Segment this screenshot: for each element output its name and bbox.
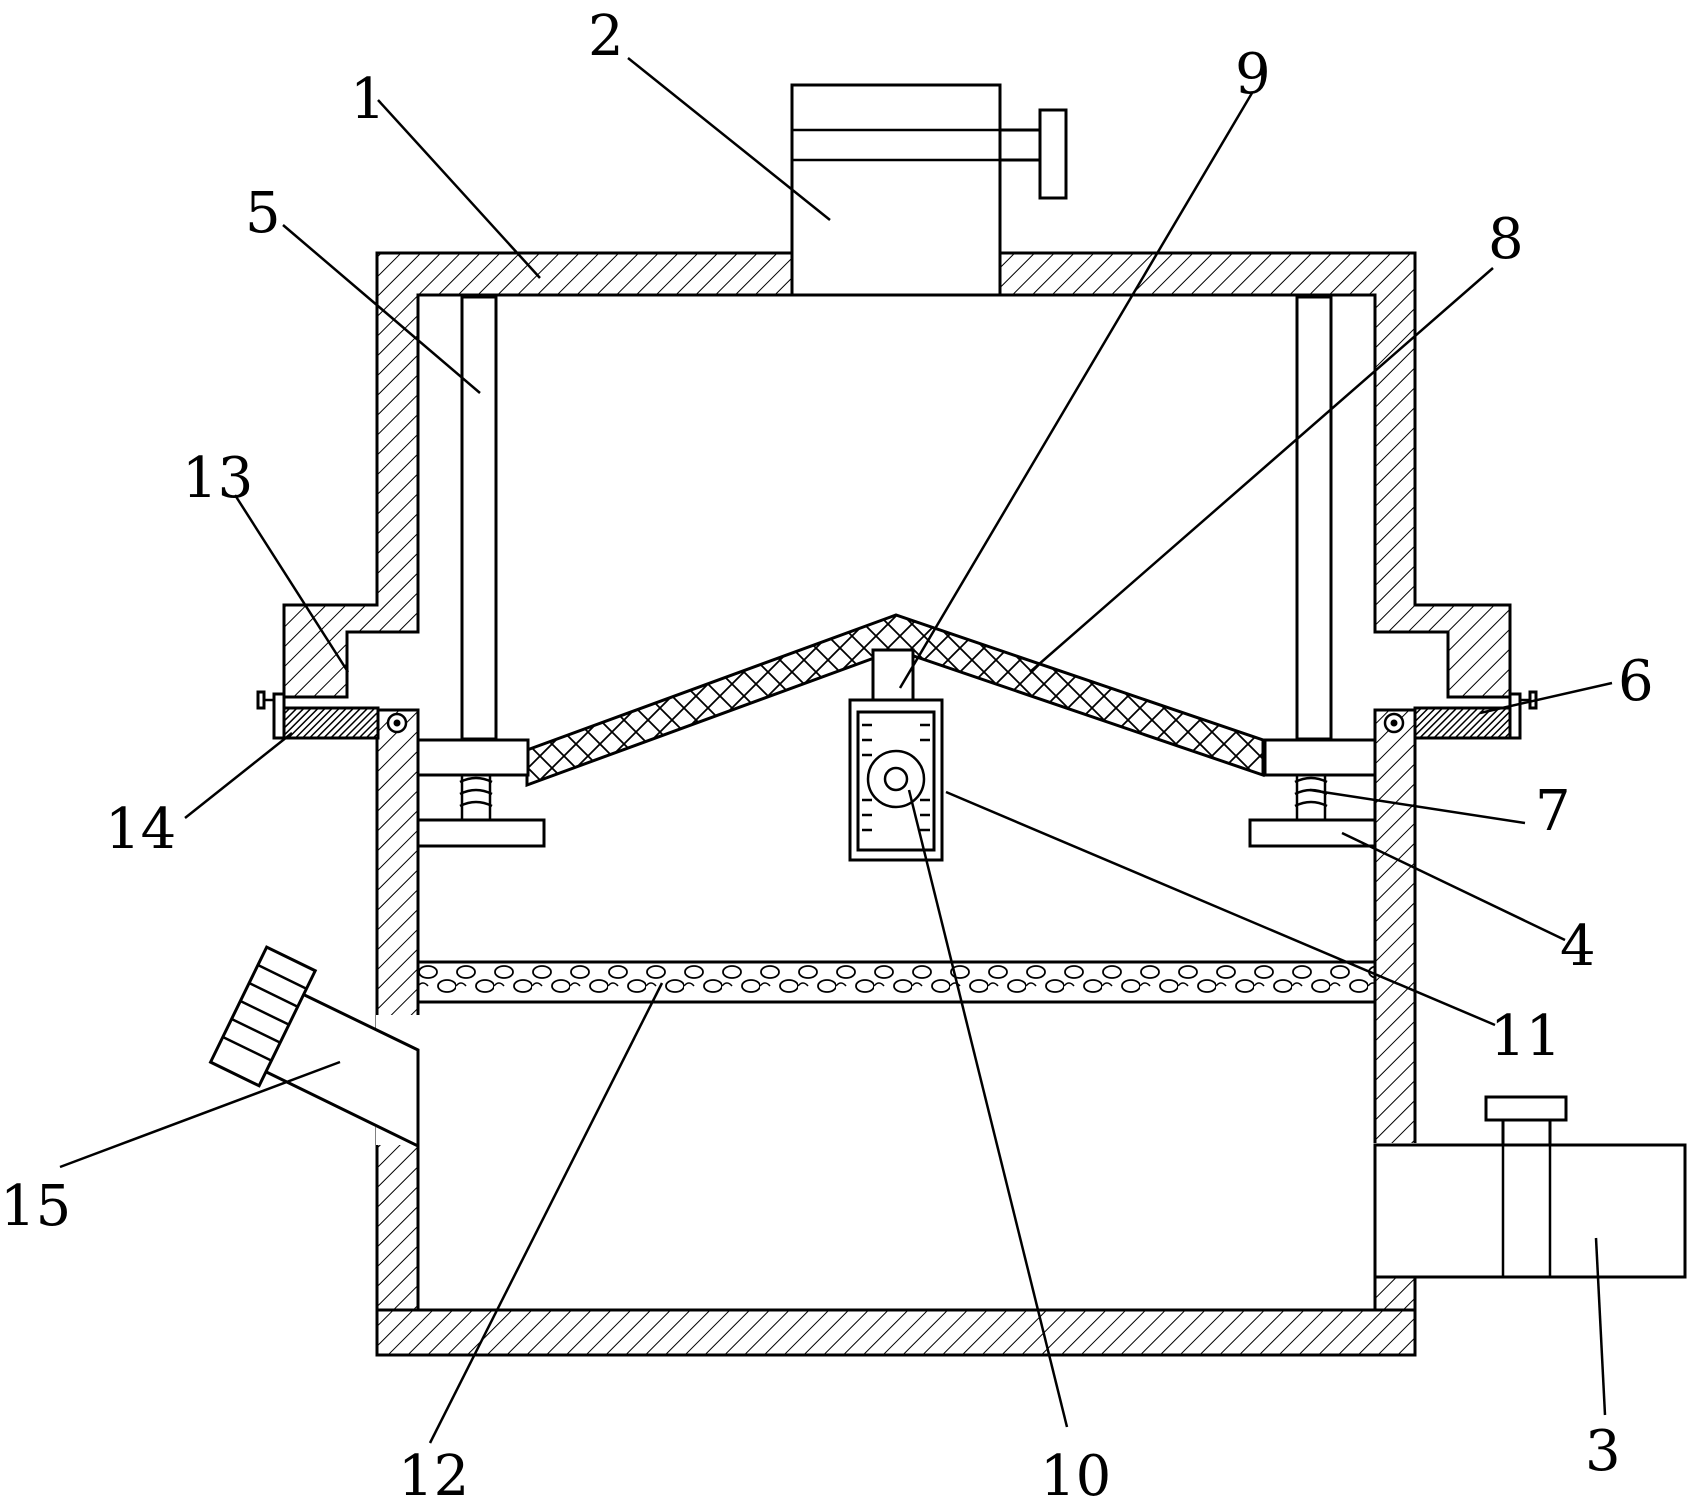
callout-7: 7	[1535, 779, 1571, 844]
callout-2: 2	[588, 4, 624, 69]
callout-10: 10	[1040, 1444, 1111, 1499]
callout-3: 3	[1585, 1419, 1621, 1484]
callout-14: 14	[105, 797, 176, 862]
callouts: 1 2 3 4 5 6 7 8 9 10 11 12 13 14 15	[0, 4, 1654, 1499]
callout-9: 9	[1235, 42, 1271, 107]
callout-5: 5	[245, 181, 281, 246]
outlet-pump	[1373, 1095, 1687, 1279]
callout-8: 8	[1488, 207, 1524, 272]
inlet-pipe	[208, 945, 420, 1149]
top-motor	[790, 83, 1068, 297]
filter-layer	[416, 960, 1377, 1004]
left-flange	[256, 690, 408, 740]
housing-top-left-wall	[282, 251, 794, 699]
vibrator	[848, 648, 944, 862]
callout-6: 6	[1618, 649, 1654, 714]
left-support	[416, 738, 546, 848]
leader-lines	[59, 57, 1613, 1444]
callout-13: 13	[182, 446, 253, 511]
callout-4: 4	[1560, 914, 1596, 979]
housing-lower-left-wall	[375, 708, 420, 1312]
callout-11: 11	[1490, 1004, 1561, 1069]
right-support	[1248, 738, 1377, 848]
callout-1: 1	[350, 67, 386, 132]
callout-15: 15	[0, 1174, 71, 1239]
callout-12: 12	[398, 1444, 469, 1499]
housing-bottom-wall	[375, 1308, 1417, 1357]
